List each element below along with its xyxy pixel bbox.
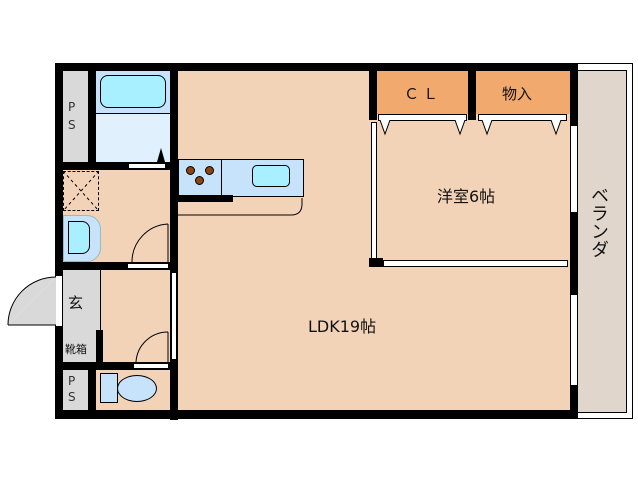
wall-left	[55, 63, 63, 419]
closet-door[interactable]	[378, 114, 467, 121]
wall-toilet-top	[63, 362, 178, 370]
ps-bottom	[63, 370, 88, 410]
entrance-label: 玄	[68, 294, 84, 312]
kitchen-counter-edge	[176, 198, 303, 216]
ldk-label: LDK19帖	[308, 317, 377, 336]
washroom-door[interactable]	[127, 263, 169, 269]
washbasin-bowl-icon	[68, 221, 90, 254]
wall-room-bottom-corner	[369, 258, 383, 267]
toilet-door[interactable]	[133, 363, 169, 369]
toilet-door-swing-icon	[135, 331, 169, 363]
balcony-label: ベランダ	[588, 186, 609, 258]
entrance	[63, 270, 100, 335]
wall-ps-bath	[88, 71, 96, 168]
shoe-box-label: 靴箱	[65, 343, 87, 356]
ldk-hall-door[interactable]	[171, 272, 177, 360]
burner-icon-1	[186, 166, 195, 175]
ps-top-label-p: P	[68, 100, 76, 114]
washroom-door-swing-icon	[131, 223, 169, 263]
wall-room-left	[369, 63, 377, 120]
wall-bottom	[55, 410, 578, 419]
entrance-step	[100, 270, 101, 335]
ps-top-label-s: S	[68, 118, 76, 132]
storage	[476, 71, 570, 114]
bath-door-hinge-icon	[157, 148, 165, 162]
shoe-box	[63, 335, 96, 364]
front-door[interactable]	[55, 275, 63, 327]
western-room-label: 洋室6帖	[437, 187, 496, 206]
ps-top	[63, 71, 88, 162]
burner-icon-2	[205, 166, 214, 175]
bathroom-door[interactable]	[128, 163, 166, 169]
ldk-window[interactable]	[570, 294, 578, 386]
western-room-bottom-door[interactable]	[383, 260, 568, 267]
closet-label: ＣＬ	[404, 85, 443, 103]
wall-shoebox	[96, 330, 103, 364]
kitchen-sink-icon	[252, 165, 290, 187]
ps-bottom-label-s: S	[68, 390, 76, 404]
bathtub-icon	[100, 75, 166, 108]
toilet-tank-icon	[100, 373, 118, 403]
wall-top	[55, 63, 578, 71]
ps-bottom-label-p: P	[68, 374, 76, 388]
wall-ps-toilet	[88, 370, 96, 412]
western-room-window[interactable]	[570, 125, 578, 213]
washer-cross-icon	[63, 171, 99, 211]
wall-wash-bottom	[63, 262, 178, 270]
wall-closet-divider	[468, 63, 476, 120]
toilet-bowl-icon	[117, 375, 157, 402]
kitchen-wall	[176, 195, 233, 202]
wall-bath-bottom	[63, 162, 178, 170]
closet	[377, 71, 469, 114]
bathroom-divider	[96, 113, 170, 114]
front-door-swing-icon	[7, 276, 56, 326]
western-room-left-door[interactable]	[371, 122, 377, 259]
storage-label: 物入	[502, 85, 533, 103]
wall-right	[570, 63, 578, 419]
storage-door[interactable]	[478, 114, 567, 121]
closet-door-marks-icon	[379, 120, 562, 136]
wall-bath-right	[170, 71, 178, 271]
burner-icon-3	[195, 176, 204, 185]
